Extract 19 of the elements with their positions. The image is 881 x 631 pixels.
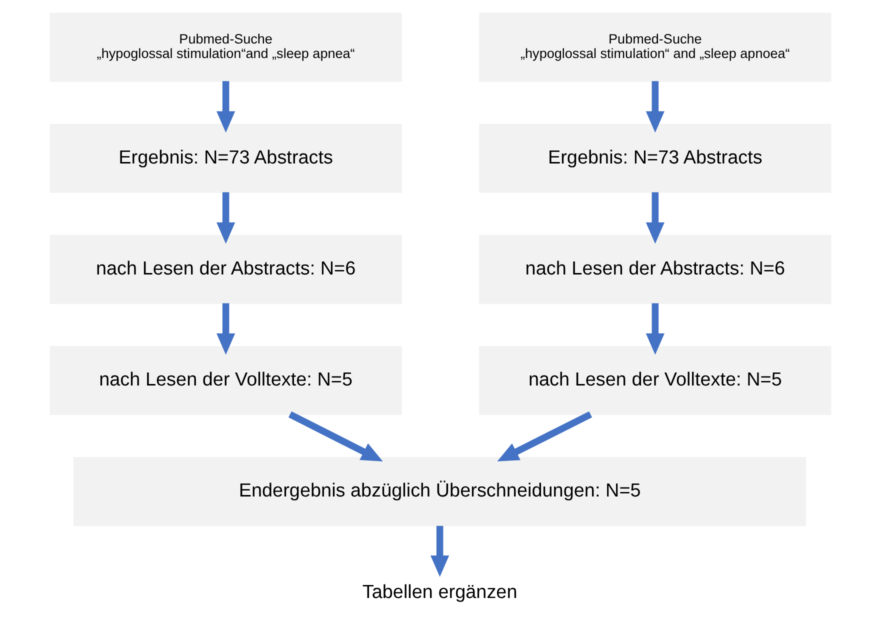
node-box: Ergebnis: N=73 Abstracts — [479, 124, 832, 193]
arrow — [646, 303, 664, 355]
arrow — [646, 81, 664, 133]
arrow — [497, 411, 592, 462]
node-text: Tabellen ergänzen — [362, 582, 518, 604]
node-box: Pubmed-Suche „hypoglossal stimulation“ and „sleep apnoea“ — [479, 12, 832, 82]
node-box: nach Lesen der Abstracts: N=6 — [479, 234, 832, 304]
arrow — [216, 303, 236, 355]
node-box: Ergebnis: N=73 Abstracts — [50, 124, 402, 193]
arrow — [216, 81, 236, 133]
node-box: Pubmed-Suche „hypoglossal stimulation“and „sleep apnea“ — [50, 12, 402, 82]
arrow — [430, 526, 450, 577]
node-box: nach Lesen der Volltexte: N=5 — [50, 346, 402, 416]
arrow — [216, 192, 236, 244]
node-box: nach Lesen der Abstracts: N=6 — [50, 234, 402, 304]
arrow — [288, 411, 383, 462]
node-box: Endergebnis abzüglich Überschneidungen: N=5 — [73, 457, 806, 526]
node-box: nach Lesen der Volltexte: N=5 — [479, 346, 832, 416]
arrow — [646, 192, 664, 244]
